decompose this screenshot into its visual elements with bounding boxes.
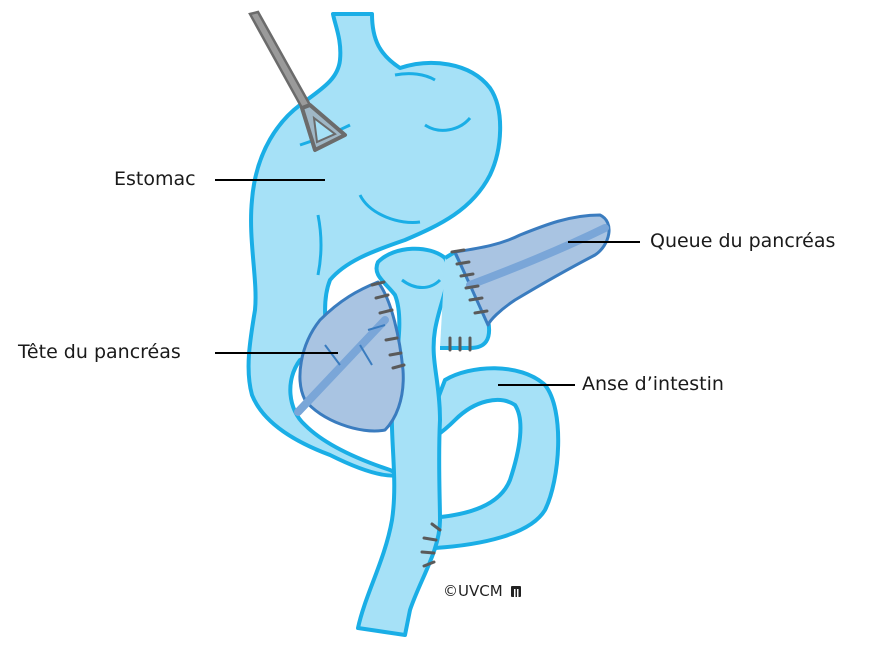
forceps-icon xyxy=(248,10,347,152)
uvcm-logo-icon xyxy=(511,586,521,597)
leader-lines xyxy=(215,179,640,386)
label-pancreas-head: Tête du pancréas xyxy=(18,341,181,363)
label-stomach: Estomac xyxy=(114,168,196,190)
label-pancreas-tail: Queue du pancréas xyxy=(650,230,836,252)
anastomosis-sutures xyxy=(420,522,442,568)
pancreas-head xyxy=(294,280,406,433)
label-intestine-loop: Anse d’intestin xyxy=(582,373,724,395)
copyright-credit: ©UVCM xyxy=(443,582,503,600)
